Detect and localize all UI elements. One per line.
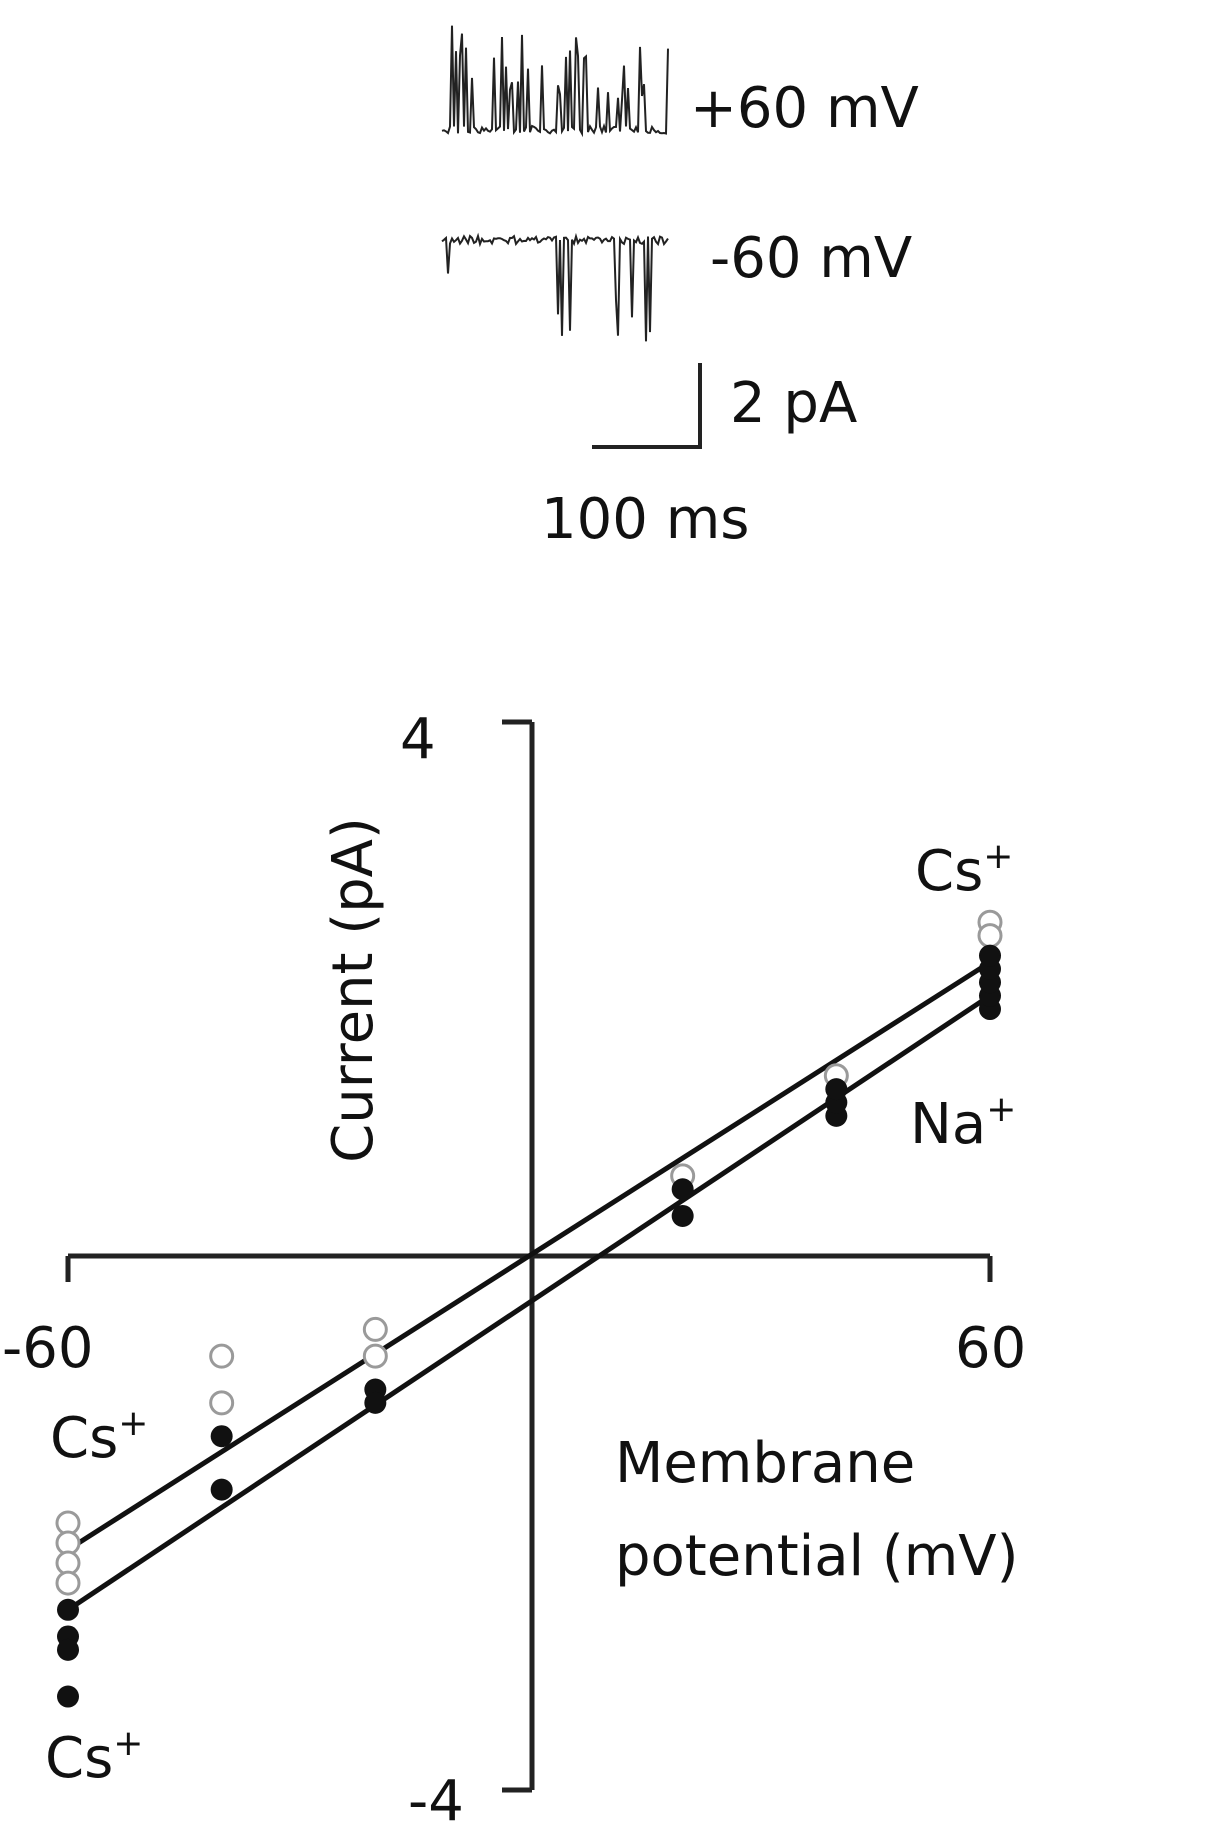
trace-positive-60mv xyxy=(441,25,669,138)
data-point-filled xyxy=(210,1478,233,1501)
y-tick-bottom: -4 xyxy=(408,1769,464,1827)
current-traces: +60 mV -60 mV 2 pA 100 ms xyxy=(441,25,919,552)
scale-current-label: 2 pA xyxy=(730,371,857,436)
y-tick-top: 4 xyxy=(400,707,436,772)
data-point-filled xyxy=(57,1638,79,1661)
y-axis-label: Current (pA) xyxy=(321,817,386,1163)
annotation-cs-upper-right-text: Cs xyxy=(915,839,983,904)
x-axis-label-line2: potential (mV) xyxy=(615,1524,1018,1589)
data-points xyxy=(55,909,1003,1708)
data-point-filled xyxy=(825,1078,848,1101)
data-point-filled xyxy=(57,1685,79,1708)
scale-time-label: 100 ms xyxy=(541,487,749,552)
fit-lines xyxy=(66,960,992,1612)
trace-label-negative: -60 mV xyxy=(710,226,912,291)
annotation-cs-left-text: Cs xyxy=(50,1406,118,1471)
annotation-na-text: Na xyxy=(910,1092,986,1157)
annotation-cs-bottom-left: Cs+ xyxy=(45,1723,143,1791)
data-point-filled xyxy=(979,944,1001,967)
x-axis-label-line1: Membrane xyxy=(615,1431,915,1496)
data-point-filled xyxy=(210,1425,233,1448)
annotation-superscript: + xyxy=(986,1089,1016,1130)
data-point-filled xyxy=(671,1204,694,1227)
data-point-filled xyxy=(364,1391,387,1414)
fit-line-1 xyxy=(66,960,992,1552)
trace-label-positive: +60 mV xyxy=(690,76,919,141)
annotation-na: Na+ xyxy=(910,1089,1016,1157)
data-point-open xyxy=(362,1343,388,1369)
trace-negative-60mv xyxy=(441,232,669,342)
data-point-open xyxy=(209,1343,235,1369)
annotation-superscript: + xyxy=(983,836,1013,877)
iv-plot: 4 -4 -60 60 Current (pA) Membrane potent… xyxy=(2,707,1026,1827)
data-point-open xyxy=(55,1570,81,1596)
x-tick-left: -60 xyxy=(2,1316,93,1381)
data-point-open xyxy=(209,1390,235,1416)
data-point-filled xyxy=(57,1598,79,1621)
annotation-cs-left: Cs+ xyxy=(50,1403,148,1471)
annotation-cs-bottom-left-text: Cs xyxy=(45,1726,113,1791)
data-point-open xyxy=(977,923,1003,949)
x-tick-right: 60 xyxy=(955,1316,1026,1381)
annotation-superscript: + xyxy=(118,1403,148,1444)
data-point-open xyxy=(362,1316,388,1342)
data-point-filled xyxy=(671,1178,694,1201)
scale-bar xyxy=(592,363,702,449)
fit-line-2 xyxy=(66,993,992,1612)
annotation-cs-upper-right: Cs+ xyxy=(915,836,1013,904)
annotation-superscript: + xyxy=(113,1723,143,1764)
